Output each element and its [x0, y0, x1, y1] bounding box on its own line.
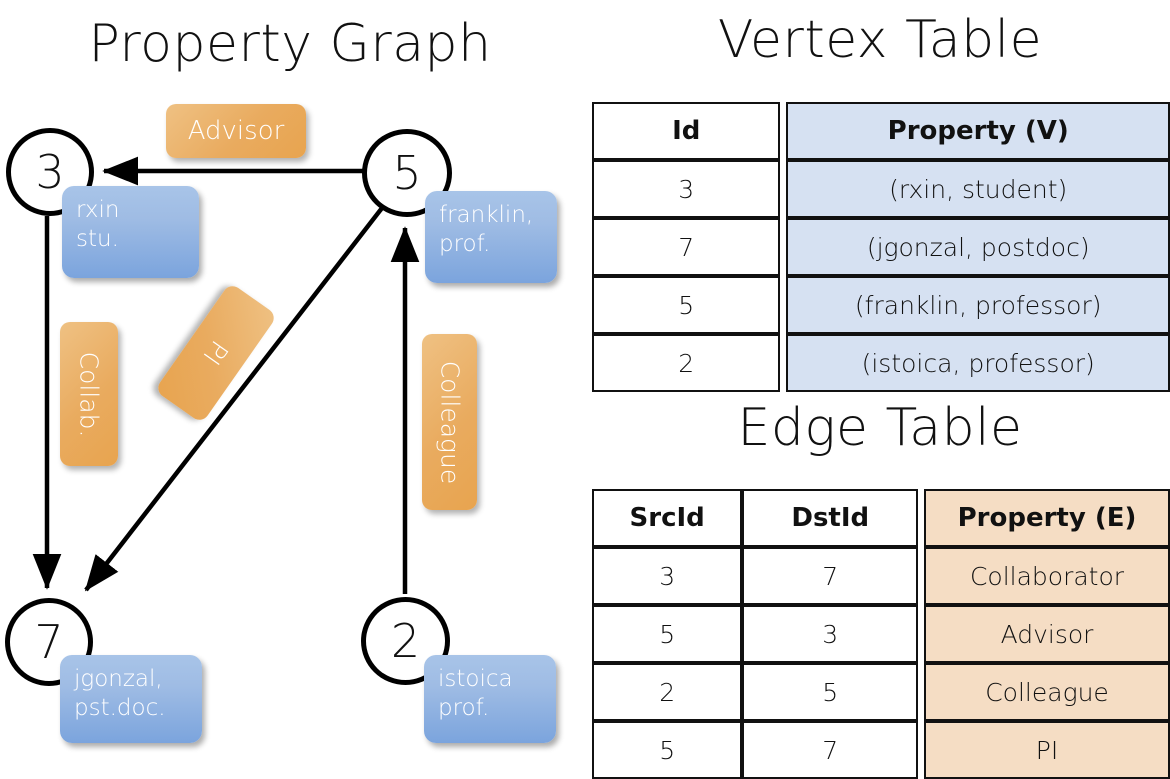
table-row: 3 7 Collaborator: [592, 547, 1170, 605]
graph-node-3-label: 3: [35, 145, 65, 199]
edge-label-advisor: Advisor: [166, 104, 306, 158]
edge-cell-property: Colleague: [924, 663, 1170, 721]
column-gap: [780, 160, 787, 218]
vertex-table-header-property: Property (V): [786, 102, 1170, 160]
edge-5-to-7-pi: [84, 206, 384, 592]
table-row: 5 7 PI: [592, 721, 1170, 779]
edge-cell-property: Advisor: [924, 605, 1170, 663]
edge-cell-srcid: 2: [592, 663, 743, 721]
vertex-table: Id Property (V) 3 (rxin, student) 7 (jgo…: [592, 102, 1170, 392]
column-gap: [918, 605, 925, 663]
edge-label-collab-text: Collab.: [74, 351, 104, 437]
page-title-property-graph: Property Graph: [88, 14, 492, 74]
graph-edges-svg: [32, 156, 420, 594]
vertex-cell-id: 2: [592, 334, 781, 392]
table-row: 5 3 Advisor: [592, 605, 1170, 663]
edge-cell-property: PI: [924, 721, 1170, 779]
vertex-property-box-5: franklin, prof.: [425, 191, 557, 283]
vertex-cell-property: (istoica, professor): [786, 334, 1170, 392]
graph-node-2-label: 2: [390, 614, 421, 668]
column-gap: [780, 334, 787, 392]
column-gap: [918, 721, 925, 779]
edge-cell-dstid: 5: [742, 663, 919, 721]
edge-table-header-srcid: SrcId: [592, 489, 743, 547]
column-gap: [918, 489, 925, 547]
edge-label-colleague-text: Colleague: [435, 360, 465, 484]
edge-cell-dstid: 7: [742, 721, 919, 779]
edge-table-header-property: Property (E): [924, 489, 1170, 547]
edge-cell-srcid: 5: [592, 605, 743, 663]
page-title-vertex-table: Vertex Table: [717, 10, 1043, 70]
edge-label-advisor-text: Advisor: [187, 116, 285, 146]
column-gap: [780, 276, 787, 334]
graph-node-2[interactable]: 2: [361, 597, 450, 685]
vertex-property-box-7: jgonzal, pst.doc.: [60, 655, 202, 743]
vertex-cell-id: 5: [592, 276, 781, 334]
graph-node-7-label: 7: [34, 615, 64, 669]
property-graph-diagram: 3 5 7 2 rxin stu. franklin, prof. jgonza…: [0, 0, 585, 760]
vertex-cell-property: (jgonzal, postdoc): [786, 218, 1170, 276]
edge-cell-srcid: 3: [592, 547, 743, 605]
column-gap: [780, 102, 787, 160]
vertex-property-box-2: istoica prof.: [424, 655, 556, 743]
edge-cell-property: Collaborator: [924, 547, 1170, 605]
vertex-cell-property: (franklin, professor): [786, 276, 1170, 334]
page-title-edge-table: Edge Table: [737, 398, 1023, 458]
column-gap: [918, 663, 925, 721]
column-gap: [918, 547, 925, 605]
graph-node-5-label: 5: [392, 146, 422, 200]
table-row: 3 (rxin, student): [592, 160, 1170, 218]
table-row: 2 5 Colleague: [592, 663, 1170, 721]
edge-table-header-row: SrcId DstId Property (E): [592, 489, 1170, 547]
table-row: 7 (jgonzal, postdoc): [592, 218, 1170, 276]
table-row: 5 (franklin, professor): [592, 276, 1170, 334]
vertex-table-header-row: Id Property (V): [592, 102, 1170, 160]
edge-cell-srcid: 5: [592, 721, 743, 779]
edge-table-header-dstid: DstId: [742, 489, 919, 547]
graph-node-5[interactable]: 5: [362, 129, 452, 217]
vertex-property-box-3: rxin stu.: [62, 186, 199, 278]
edge-label-collab: Collab.: [60, 322, 118, 466]
edge-label-pi-text: PI: [197, 335, 235, 371]
vertex-cell-id: 7: [592, 218, 781, 276]
vertex-cell-property: (rxin, student): [786, 160, 1170, 218]
edge-table: SrcId DstId Property (E) 3 7 Collaborato…: [592, 489, 1170, 779]
column-gap: [780, 218, 787, 276]
edge-cell-dstid: 3: [742, 605, 919, 663]
vertex-cell-id: 3: [592, 160, 781, 218]
vertex-table-header-id: Id: [592, 102, 781, 160]
edge-cell-dstid: 7: [742, 547, 919, 605]
table-row: 2 (istoica, professor): [592, 334, 1170, 392]
edge-label-colleague: Colleague: [422, 334, 477, 510]
